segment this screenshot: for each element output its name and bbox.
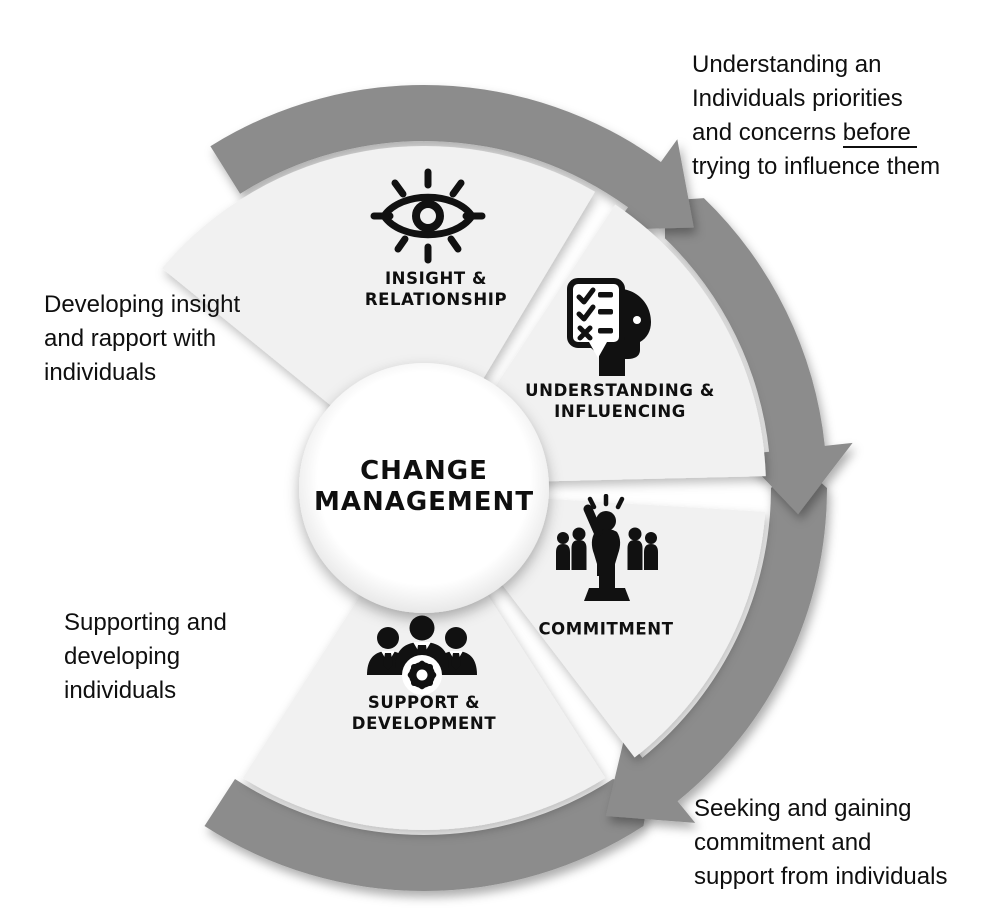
ring-arrow-segment-right1 xyxy=(665,198,853,515)
leader-audience-icon xyxy=(551,494,663,609)
eye-rays-icon xyxy=(368,166,488,266)
annotation-top-right-underlined: before xyxy=(842,119,917,148)
annotation-left: Developing insight and rapport with indi… xyxy=(44,291,241,386)
ring-arrow-segment-top xyxy=(210,84,694,230)
ring-arrow-segment-bottom xyxy=(204,779,650,892)
annotation-top-right-post: trying to influence them xyxy=(692,153,941,180)
annotation-top-right-pre: Understanding an Individuals priorities … xyxy=(692,51,903,146)
insight-relationship-label: INSIGHT & RELATIONSHIP xyxy=(364,269,508,309)
support-development-label: SUPPORT & DEVELOPMENT xyxy=(351,693,497,733)
annotation-bottom-left: Supporting and developing individuals xyxy=(64,609,227,704)
ring-arrow-segment-right2 xyxy=(605,461,827,823)
wedge-insight xyxy=(162,145,595,481)
annotation-top-right: Understanding an Individuals priorities … xyxy=(692,14,998,184)
annotation-bottom-right: Seeking and gaining commitment and suppo… xyxy=(694,795,948,890)
center-circle xyxy=(299,363,549,613)
center-title: CHANGE MANAGEMENT xyxy=(313,456,535,517)
team-gear-icon xyxy=(362,613,482,698)
head-checklist-icon xyxy=(565,278,665,378)
commitment-label: COMMITMENT xyxy=(538,619,674,639)
understanding-influencing-label: UNDERSTANDING & INFLUENCING xyxy=(525,381,715,421)
